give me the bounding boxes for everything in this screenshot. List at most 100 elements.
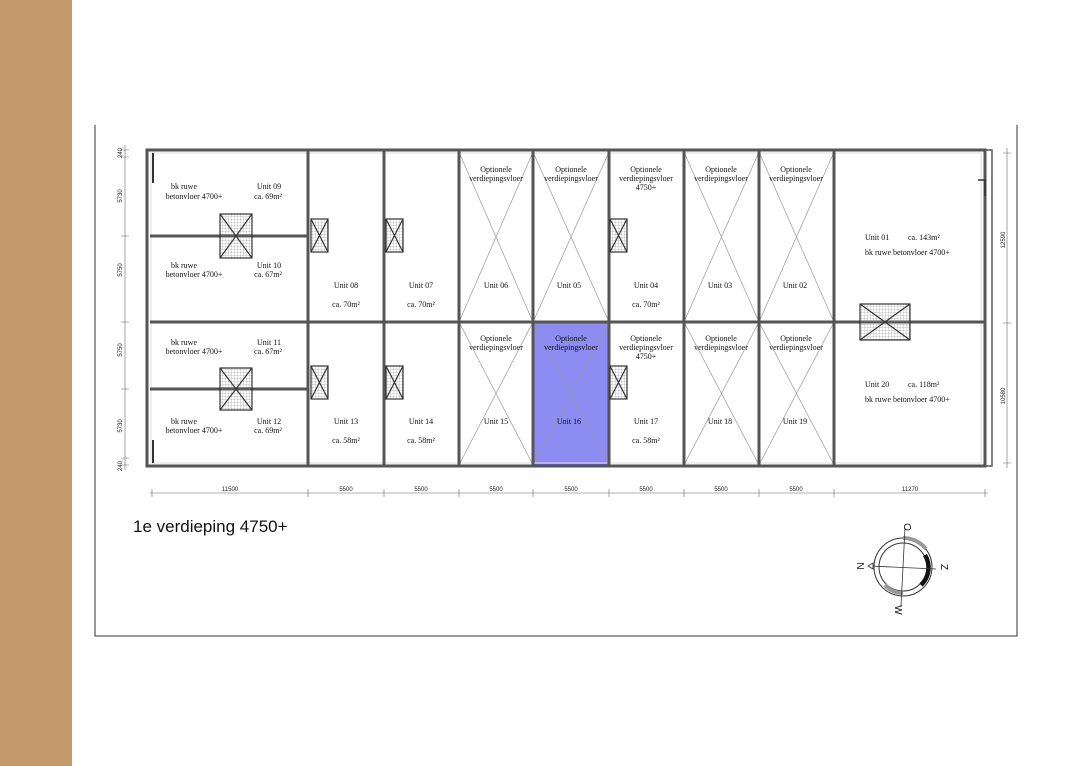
optional-floor-label: verdiepingsvloer <box>619 343 673 352</box>
dimension-label: 5500 <box>339 487 353 493</box>
stair-icon <box>310 218 329 253</box>
unit-08-area: ca. 70m² <box>332 300 360 309</box>
floor-note: bk ruwe betonvloer 4700+ <box>865 395 950 404</box>
optional-floor-label: Optionele <box>630 334 662 343</box>
dimension-label: 5500 <box>564 487 578 493</box>
optional-floor-label: verdiepingsvloer <box>619 174 673 183</box>
dimension-label: 11270 <box>902 487 919 493</box>
floor-note: betonvloer 4700+ <box>166 270 223 279</box>
dimension-label: 5750 <box>118 343 124 357</box>
right-dimension-line <box>1003 148 1011 468</box>
floor-level-label: 4750+ <box>636 352 657 361</box>
optional-floor-crosses <box>458 151 835 466</box>
unit-09-area: ca. 69m² <box>254 192 282 201</box>
optional-floor-label: Optionele <box>780 165 812 174</box>
unit-14-name[interactable]: Unit 14 <box>409 417 433 426</box>
compass-label-z: Z <box>938 564 949 570</box>
unit-07-area: ca. 70m² <box>407 300 435 309</box>
unit-10-name[interactable]: Unit 10 <box>257 261 281 270</box>
left-dimension-line <box>121 145 129 470</box>
staircases <box>219 213 911 411</box>
optional-floor-label: Optionele <box>705 165 737 174</box>
stair-icon <box>219 213 253 259</box>
optional-floor-label: Optionele <box>780 334 812 343</box>
unit-17-name[interactable]: Unit 17 <box>634 417 658 426</box>
optional-floor-label: Optionele <box>480 165 512 174</box>
unit-04-area: ca. 70m² <box>632 300 660 309</box>
optional-floor-label: Optionele <box>705 334 737 343</box>
stair-icon <box>219 367 253 411</box>
floor-note: bk ruwe <box>171 261 197 270</box>
unit-02-name[interactable]: Unit 02 <box>783 281 807 290</box>
dimension-label: 10580 <box>1001 387 1007 404</box>
unit-09-name[interactable]: Unit 09 <box>257 182 281 191</box>
unit-01-name[interactable]: Unit 01 <box>865 233 889 242</box>
compass-icon <box>867 527 937 607</box>
dimension-label: 5500 <box>789 487 803 493</box>
floor-note: bk ruwe <box>171 338 197 347</box>
dimension-label: 5500 <box>489 487 503 493</box>
floor-level-label: 4750+ <box>636 183 657 192</box>
floor-note: betonvloer 4700+ <box>166 347 223 356</box>
unit-01-area: ca. 143m² <box>908 233 940 242</box>
unit-14-area: ca. 58m² <box>407 436 435 445</box>
unit-20-name[interactable]: Unit 20 <box>865 380 889 389</box>
unit-11-area: ca. 67m² <box>254 347 282 356</box>
unit-12-name[interactable]: Unit 12 <box>257 417 281 426</box>
unit-13-name[interactable]: Unit 13 <box>334 417 358 426</box>
unit-05-name[interactable]: Unit 05 <box>557 281 581 290</box>
dimension-label: 11500 <box>222 487 239 493</box>
dimension-label: 12590 <box>1001 231 1007 248</box>
optional-floor-label: Optionele <box>555 334 587 343</box>
dimension-label: 5500 <box>414 487 428 493</box>
unit-18-name[interactable]: Unit 18 <box>708 417 732 426</box>
stair-icon <box>859 303 911 341</box>
optional-floor-label: verdiepingsvloer <box>469 343 523 352</box>
compass-label-n: N <box>854 562 865 569</box>
stair-icon <box>609 218 628 253</box>
unit-07-name[interactable]: Unit 07 <box>409 281 433 290</box>
unit-04-name[interactable]: Unit 04 <box>634 281 658 290</box>
side-color-band <box>0 0 72 766</box>
unit-10-area: ca. 67m² <box>254 270 282 279</box>
unit-12-area: ca. 69m² <box>254 426 282 435</box>
dimension-label: 5750 <box>118 263 124 277</box>
stair-icon <box>385 218 404 253</box>
optional-floor-label: verdiepingsvloer <box>769 174 823 183</box>
dimension-label: 240 <box>118 147 124 158</box>
unit-06-name[interactable]: Unit 06 <box>484 281 508 290</box>
dimension-label: 5730 <box>118 189 124 203</box>
floor-note: bk ruwe betonvloer 4700+ <box>865 248 950 257</box>
dimension-label: 5730 <box>118 419 124 433</box>
unit-17-area: ca. 58m² <box>632 436 660 445</box>
compass-label-o: O <box>901 523 912 531</box>
floor-note: betonvloer 4700+ <box>166 426 223 435</box>
stair-icon <box>609 365 628 400</box>
unit-03-name[interactable]: Unit 03 <box>708 281 732 290</box>
optional-floor-label: Optionele <box>630 165 662 174</box>
optional-floor-label: verdiepingsvloer <box>469 174 523 183</box>
unit-20-area: ca. 118m² <box>908 380 940 389</box>
dimension-label: 240 <box>118 460 124 471</box>
floor-note: bk ruwe <box>171 417 197 426</box>
optional-floor-label: verdiepingsvloer <box>769 343 823 352</box>
optional-floor-label: Optionele <box>480 334 512 343</box>
unit-15-name[interactable]: Unit 15 <box>484 417 508 426</box>
floor-title: 1e verdieping 4750+ <box>133 517 288 536</box>
unit-19-name[interactable]: Unit 19 <box>783 417 807 426</box>
bottom-dimension-line <box>150 489 988 497</box>
floor-note: bk ruwe <box>171 182 197 191</box>
compass-label-w: W <box>892 605 903 615</box>
sheet-frame <box>94 125 1018 637</box>
unit-16-name[interactable]: Unit 16 <box>557 417 581 426</box>
unit-11-name[interactable]: Unit 11 <box>257 338 281 347</box>
optional-floor-label: verdiepingsvloer <box>694 174 748 183</box>
optional-floor-label: verdiepingsvloer <box>694 343 748 352</box>
optional-floor-label: verdiepingsvloer <box>544 174 598 183</box>
unit-08-name[interactable]: Unit 08 <box>334 281 358 290</box>
stair-icon <box>310 365 329 400</box>
dimension-label: 5500 <box>714 487 728 493</box>
unit-13-area: ca. 58m² <box>332 436 360 445</box>
dimension-label: 5500 <box>639 487 653 493</box>
